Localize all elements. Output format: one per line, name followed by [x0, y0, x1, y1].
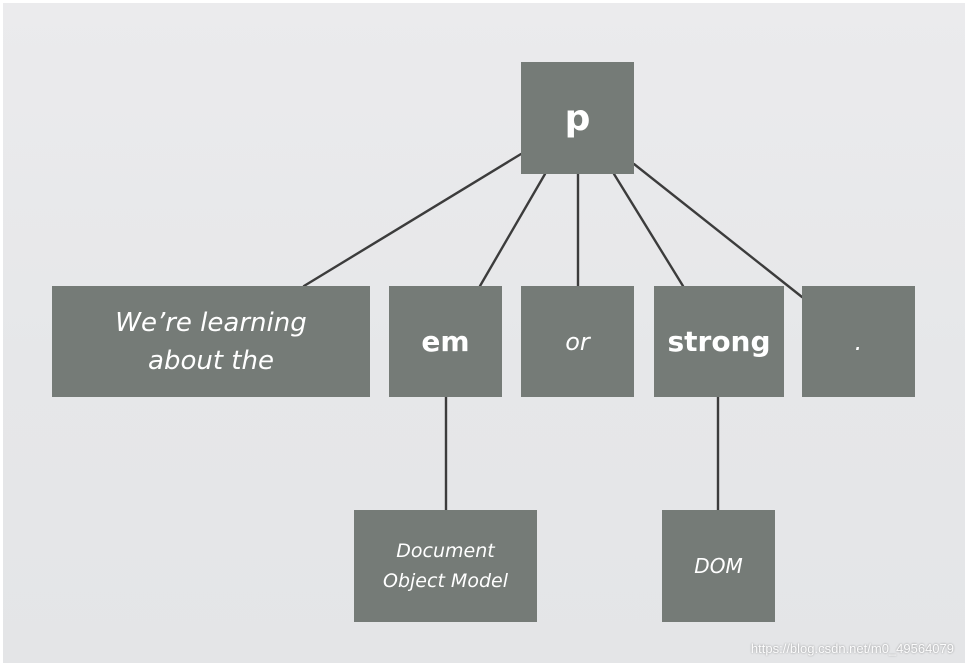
node-text-dom-label: DOM	[694, 554, 743, 578]
edge-p-em	[478, 172, 547, 288]
node-text-learning: We’re learning about the	[52, 286, 370, 397]
node-strong-label: strong	[667, 325, 771, 358]
edge-p-strong	[612, 172, 685, 288]
node-text-or: or	[521, 286, 634, 397]
edge-p-dot	[632, 162, 804, 299]
node-text-period-label: .	[854, 327, 863, 356]
node-strong: strong	[654, 286, 784, 397]
node-text-document-object-model: Document Object Model	[354, 510, 537, 622]
node-text-learning-label: We’re learning about the	[115, 307, 307, 376]
edge-p-text	[302, 152, 523, 288]
node-em: em	[389, 286, 502, 397]
node-text-dom: DOM	[662, 510, 775, 622]
node-p: p	[521, 62, 634, 174]
node-p-label: p	[564, 97, 591, 139]
node-text-document-object-model-label: Document Object Model	[383, 540, 508, 592]
watermark-url: https://blog.csdn.net/m0_49564079	[750, 641, 954, 656]
node-text-or-label: or	[565, 327, 590, 356]
node-em-label: em	[421, 325, 470, 358]
node-text-period: .	[802, 286, 915, 397]
